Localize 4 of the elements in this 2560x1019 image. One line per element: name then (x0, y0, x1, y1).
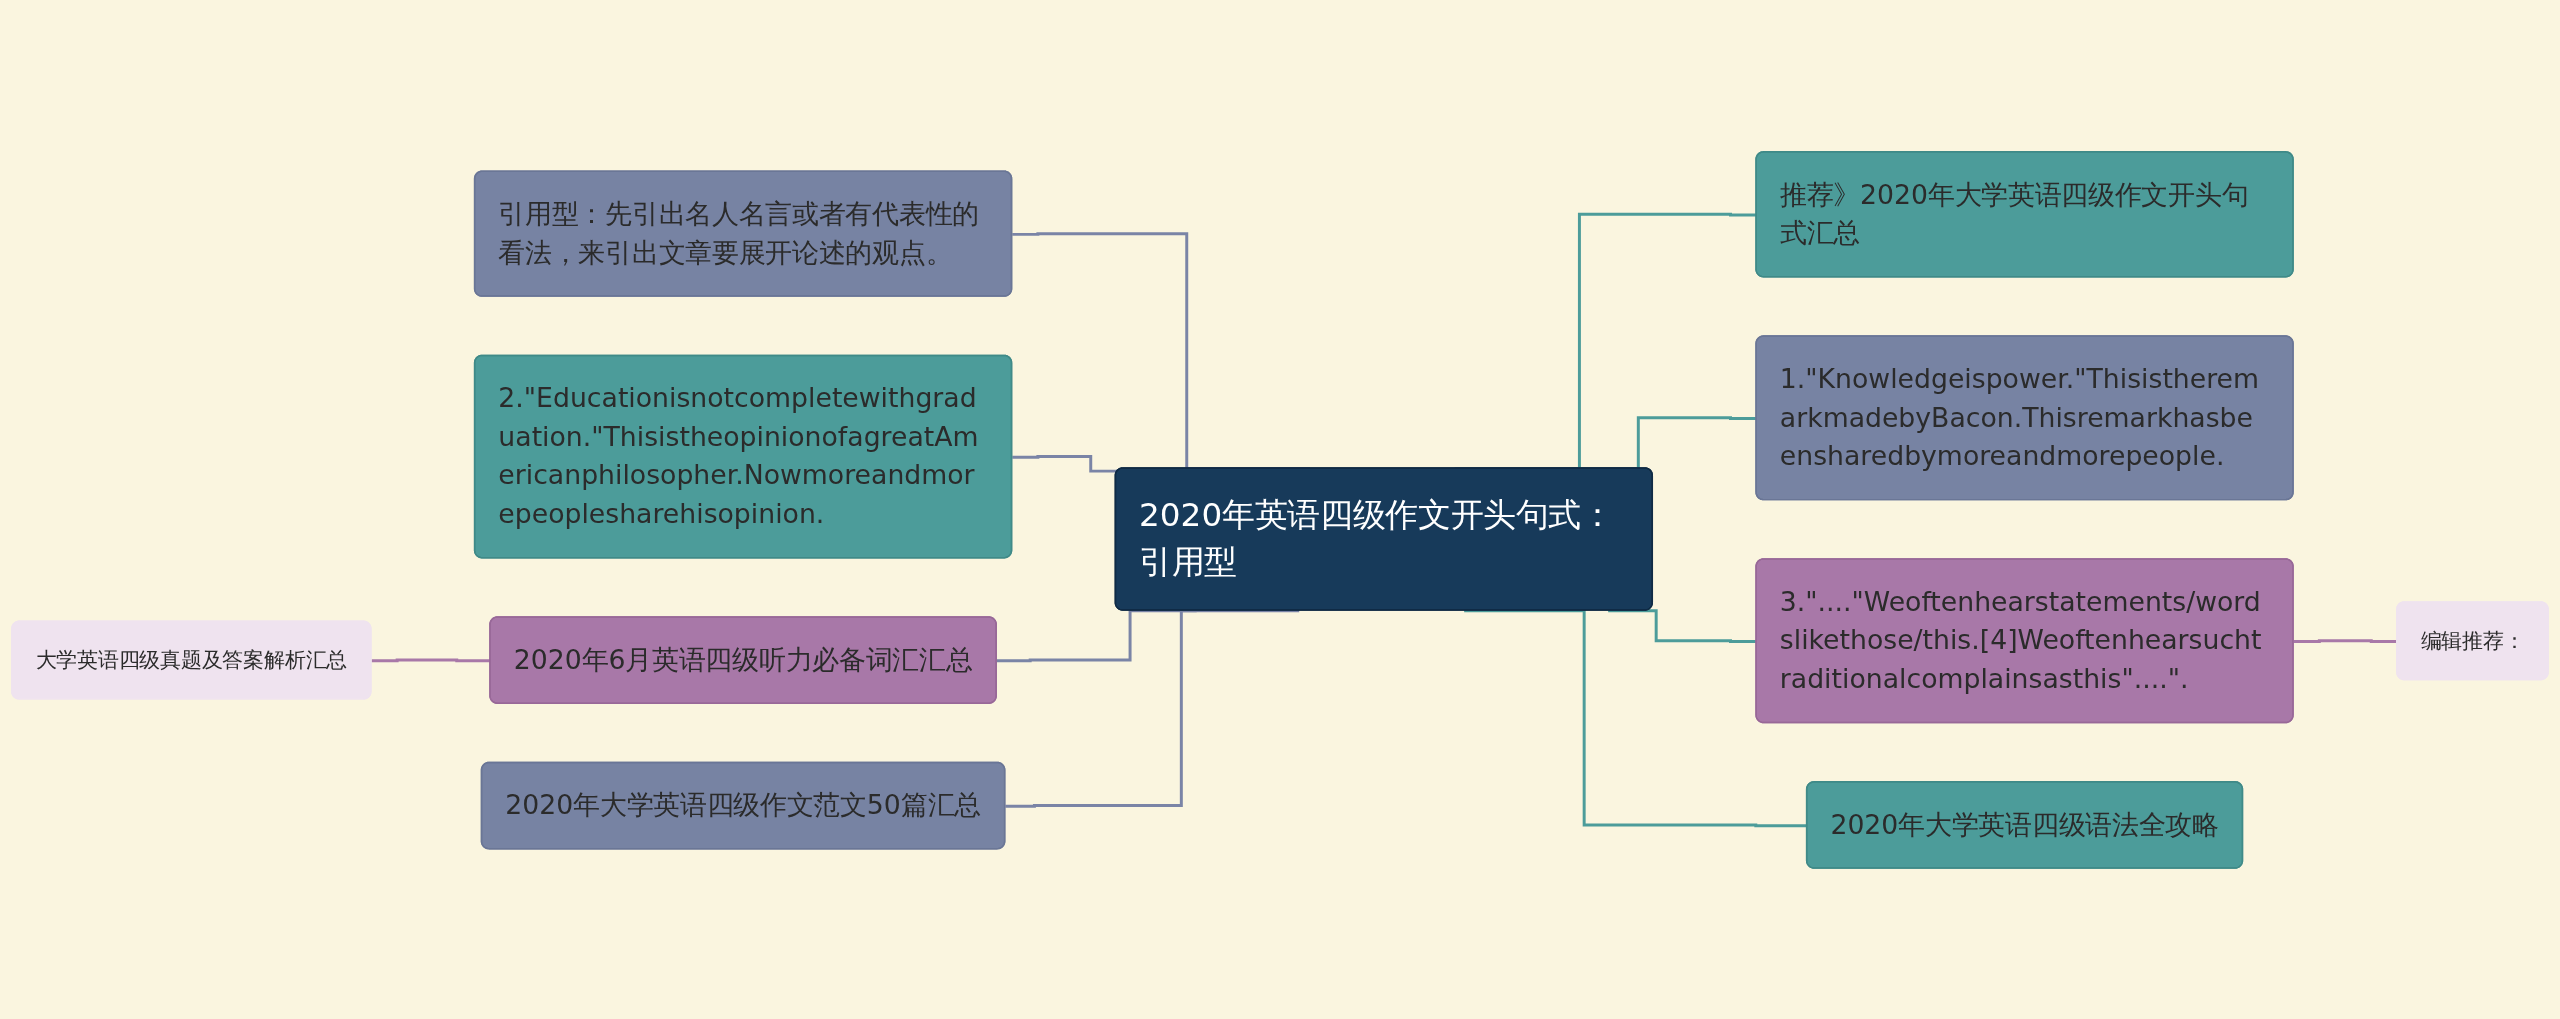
connector (371, 658, 491, 662)
connector (1012, 454, 1118, 473)
connector (1608, 608, 1757, 643)
connector (1005, 608, 1300, 808)
